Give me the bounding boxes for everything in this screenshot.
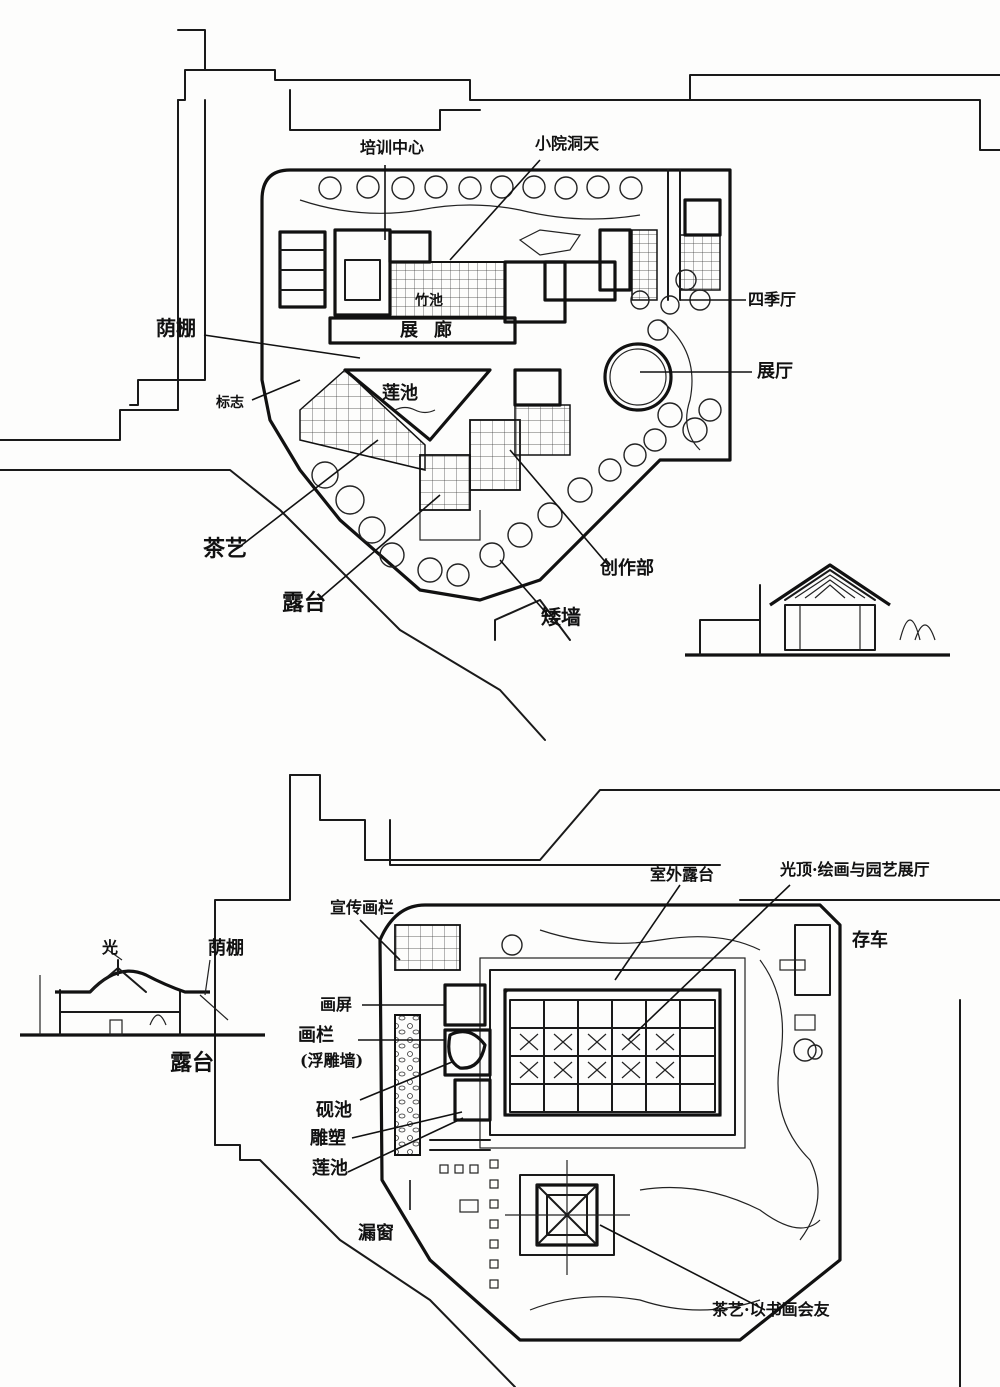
label-terrace-section: 露台 — [170, 1050, 215, 1076]
label-low-wall: 矮墙 — [541, 605, 581, 629]
label-trellis: 荫棚 — [156, 316, 196, 340]
section-elevation-top — [685, 563, 950, 657]
label-exhibition-hall: 展厅 — [757, 361, 793, 382]
label-four-season-hall: 四季厅 — [748, 290, 797, 309]
skylight-grid — [509, 999, 716, 1113]
label-small-courtyard: 小院洞天 — [535, 134, 600, 153]
label-trellis-section: 荫棚 — [208, 938, 244, 959]
label-training-center: 培训中心 — [360, 138, 425, 157]
tree-cluster-lower — [311, 458, 622, 587]
label-ink-pond: 砚池 — [316, 1100, 352, 1121]
label-relief-wall: (浮雕墙) — [300, 1051, 364, 1070]
label-gallery: 展廊 — [400, 320, 468, 341]
label-light: 光 — [102, 938, 119, 957]
label-tea-art-bottom: 茶艺·以书画会友 — [712, 1300, 830, 1319]
label-promo-column: 宣传画栏 — [330, 898, 395, 917]
top-site-plan — [0, 29, 1000, 741]
label-sculpture: 雕塑 — [310, 1128, 346, 1149]
label-landmark: 标志 — [216, 395, 244, 411]
label-lotus-pond-top: 莲池 — [382, 383, 418, 404]
label-tea-art-top: 茶艺 — [203, 536, 248, 562]
tea-pavilion — [505, 1160, 630, 1275]
label-lotus-pond-bottom: 莲池 — [312, 1158, 348, 1179]
label-outdoor-terrace: 室外露台 — [650, 865, 715, 884]
label-skylight-gallery: 光顶·绘画与园艺展厅 — [780, 860, 930, 879]
label-railing: 画栏 — [298, 1025, 334, 1046]
label-terrace-top: 露台 — [282, 590, 327, 616]
section-elevation-bottom — [20, 949, 265, 1037]
label-creation-dept: 创作部 — [600, 558, 654, 579]
tree-cluster-right — [623, 269, 722, 467]
bottom-site-plan — [214, 774, 1000, 1387]
label-parking: 存车 — [852, 930, 888, 951]
label-screen: 画屏 — [320, 995, 353, 1014]
tree-row-top — [318, 175, 643, 200]
stepping-stones — [439, 1159, 499, 1289]
garden-features-bottom — [501, 924, 831, 1311]
label-lattice-window: 漏窗 — [358, 1223, 394, 1244]
label-bamboo-pond: 竹池 — [415, 293, 443, 309]
